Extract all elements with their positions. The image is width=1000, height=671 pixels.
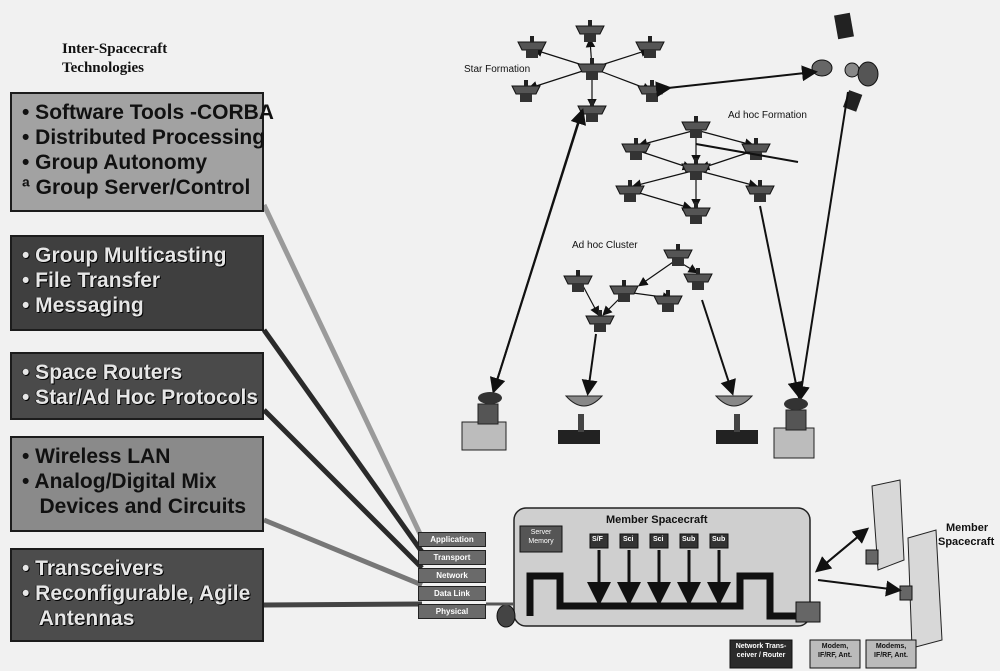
box-physical-tech: • Transceivers • Reconfigurable, Agile A…: [10, 548, 264, 642]
ground-station-3-icon: [714, 395, 758, 444]
box4-line-3: Devices and Circuits: [22, 495, 247, 518]
bottom-module-3-label: Modems, IF/RF, Ant.: [874, 643, 908, 659]
box3-line-2: • Star/Ad Hoc Protocols: [22, 386, 259, 409]
box2-line-3: • Messaging: [22, 294, 144, 317]
box-application-tech: • Software Tools -CORBA • Distributed Pr…: [10, 92, 274, 212]
star-formation-label: Star Formation: [464, 64, 531, 75]
box5-line-3: Antennas: [22, 607, 135, 630]
protocol-stack: Application Transport Network Data Link …: [418, 532, 486, 622]
box1-line-4: ª Group Server/Control: [22, 176, 251, 199]
connector-lines: [261, 203, 425, 608]
unit-5-label: Sub: [712, 536, 726, 543]
box1-line-1: • Software Tools -CORBA: [22, 101, 274, 124]
right-member-label-2: Spacecraft: [938, 536, 995, 548]
ground-station-1-icon: [461, 392, 507, 451]
layer-application: Application: [418, 532, 486, 547]
header-line-1: Inter-Spacecraft: [62, 41, 168, 57]
ground-station-4-icon: [773, 398, 815, 459]
layer-network: Network: [418, 568, 486, 583]
box-datalink-tech: • Wireless LAN • Analog/Digital Mix Devi…: [10, 436, 264, 532]
adhoc-cluster-label: Ad hoc Cluster: [572, 240, 638, 251]
box1-line-3: • Group Autonomy: [22, 151, 208, 174]
layer-transport: Transport: [418, 550, 486, 565]
box3-line-1: • Space Routers: [22, 361, 183, 384]
box-network-tech: • Space Routers • Star/Ad Hoc Protocols: [10, 352, 264, 420]
box1-line-2: • Distributed Processing: [22, 126, 266, 149]
box5-line-2: • Reconfigurable, Agile: [22, 582, 251, 605]
server-memory-label: Server Memory: [528, 529, 554, 545]
right-member-label-1: Member: [946, 522, 989, 534]
unit-3-label: Sci: [653, 536, 664, 543]
relay-satellite-icon: [811, 12, 879, 112]
right-links: [814, 527, 902, 597]
adhoc-formation-label: Ad hoc Formation: [728, 110, 807, 121]
box4-line-1: • Wireless LAN: [22, 445, 171, 468]
box-transport-tech: • Group Multicasting • File Transfer • M…: [10, 235, 264, 331]
member-spacecraft-title: Member Spacecraft: [606, 514, 708, 526]
box4-line-2: • Analog/Digital Mix: [22, 470, 217, 493]
adhoc-cluster: [581, 259, 699, 317]
ground-station-2-icon: [558, 395, 604, 444]
member-spacecraft-block: [486, 507, 821, 628]
box5-line-1: • Transceivers: [22, 557, 164, 580]
bottom-module-2-label: Modem, IF/RF, Ant.: [818, 643, 852, 659]
diagram-header: Inter-Spacecraft Technologies: [62, 40, 167, 78]
layer-physical: Physical: [418, 604, 486, 619]
unit-2-label: Sci: [623, 536, 634, 543]
box2-line-1: • Group Multicasting: [22, 244, 227, 267]
bottom-module-1-label: Network Trans-ceiver / Router: [735, 643, 787, 659]
box2-line-2: • File Transfer: [22, 269, 161, 292]
cluster-spacecraft: [563, 243, 713, 333]
header-line-2: Technologies: [62, 60, 144, 76]
adhoc-spacecraft: [615, 115, 775, 225]
unit-1-label: S/F: [592, 536, 603, 543]
long-links: [489, 65, 849, 402]
unit-4-label: Sub: [682, 536, 696, 543]
right-member-spacecraft: [865, 479, 943, 649]
star-spacecraft: [511, 19, 667, 123]
layer-data-link: Data Link: [418, 586, 486, 601]
